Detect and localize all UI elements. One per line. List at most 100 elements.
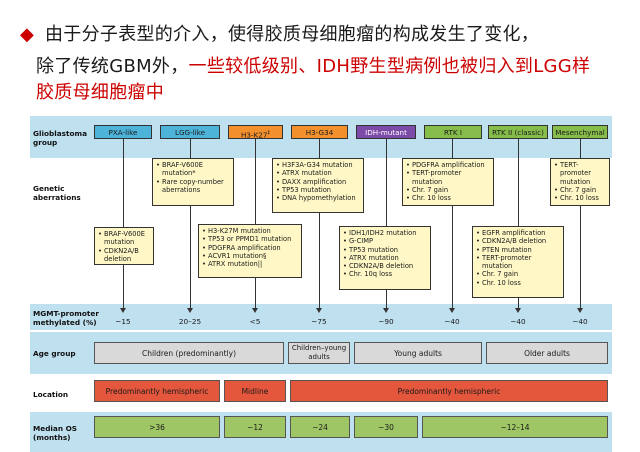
aberration-item: Chr. 7 gain bbox=[554, 186, 606, 195]
connector-mes bbox=[580, 139, 581, 311]
aberration-item: Chr. 10 loss bbox=[554, 194, 606, 203]
aberrations-pxa: BRAF-V600E mutation CDKN2A/B deletion bbox=[94, 227, 154, 265]
aberration-item: PDGFRA amplification bbox=[202, 244, 298, 253]
aberrations-lgg: BRAF-V600E mutation* Rare copy-number ab… bbox=[152, 158, 234, 206]
group-h3g34: H3-G34 bbox=[291, 125, 348, 139]
aberration-item: Chr. 7 gain bbox=[406, 186, 490, 195]
aberration-item: PTEN mutation bbox=[476, 246, 560, 255]
aberration-item: DNA hypomethylation bbox=[276, 194, 360, 203]
aberrations-mes: TERT-promoter mutation Chr. 7 gain Chr. … bbox=[550, 158, 610, 206]
aberration-item: Chr. 7 gain bbox=[476, 270, 560, 279]
row-label-os: Median OS (months) bbox=[33, 424, 78, 442]
aberration-item: ATRX mutation|| bbox=[202, 260, 298, 269]
mgmt-value-idh: ~90 bbox=[378, 317, 394, 326]
age-children-young: Children–young adults bbox=[288, 342, 350, 364]
arrow-down-icon bbox=[577, 308, 583, 313]
group-h3k27-label: H3-K27 bbox=[241, 130, 268, 140]
header-line-1: 由于分子表型的介入，使得胶质母细胞瘤的构成发生了变化， bbox=[45, 24, 540, 45]
aberration-item: G-CIMP bbox=[343, 237, 427, 246]
aberration-item: Rare copy-number aberrations bbox=[156, 178, 230, 195]
glioblastoma-diagram: Glioblastoma group Genetic aberrations M… bbox=[30, 116, 612, 452]
aberration-item: IDH1/IDH2 mutation bbox=[343, 229, 427, 238]
mgmt-value-mes: ~40 bbox=[572, 317, 588, 326]
age-older: Older adults bbox=[486, 342, 608, 364]
os-h3g34: ~24 bbox=[290, 416, 350, 438]
aberration-item: TERT-promoter mutation bbox=[476, 254, 560, 271]
slide-header: ◆ 由于分子表型的介入，使得胶质母细胞瘤的构成发生了变化， 除了传统GBM外，一… bbox=[0, 0, 640, 112]
aberration-item: ATRX mutation bbox=[276, 169, 360, 178]
os-pxa-lgg: >36 bbox=[94, 416, 220, 438]
aberrations-h3g34: H3F3A-G34 mutation ATRX mutation DAXX am… bbox=[272, 158, 364, 213]
connector-lgg bbox=[190, 139, 191, 311]
aberration-item: H3-K27M mutation bbox=[202, 227, 298, 236]
row-label-age: Age group bbox=[33, 349, 76, 358]
red-diamond-icon: ◆ bbox=[20, 24, 34, 45]
mgmt-value-pxa: ~15 bbox=[115, 317, 131, 326]
row-label-mgmt: MGMT-promoter methylated (%) bbox=[33, 309, 99, 327]
arrow-down-icon bbox=[515, 308, 521, 313]
row-label-genetic: Genetic aberrations bbox=[33, 184, 81, 202]
group-pxa: PXA-like bbox=[94, 125, 152, 139]
aberration-item: CDKN2A/B deletion bbox=[343, 262, 427, 271]
connector-rtk1 bbox=[452, 139, 453, 311]
mgmt-value-h3g34: ~75 bbox=[311, 317, 327, 326]
arrow-down-icon bbox=[120, 308, 126, 313]
aberration-item: TP53 or PPMD1 mutation bbox=[202, 235, 298, 244]
aberration-item: H3F3A-G34 mutation bbox=[276, 161, 360, 170]
mgmt-value-h3k27: <5 bbox=[249, 317, 261, 326]
aberration-item: BRAF-V600E mutation bbox=[98, 230, 150, 247]
aberration-item: TERT-promoter mutation bbox=[406, 169, 490, 186]
location-hemispheric-1: Predominantly hemispheric bbox=[94, 380, 220, 402]
aberration-item: Chr. 10 loss bbox=[476, 279, 560, 288]
row-label-group: Glioblastoma group bbox=[33, 129, 88, 147]
age-children: Children (predominantly) bbox=[94, 342, 284, 364]
aberration-item: TP53 mutation bbox=[343, 246, 427, 255]
aberration-item: PDGFRA amplification bbox=[406, 161, 490, 170]
os-rtk-mes: ~12–14 bbox=[422, 416, 608, 438]
aberration-item: TP53 mutation bbox=[276, 186, 360, 195]
connector-rtk2 bbox=[518, 139, 519, 311]
row-label-location: Location bbox=[33, 390, 69, 399]
aberration-item: BRAF-V600E mutation* bbox=[156, 161, 230, 178]
mgmt-value-lgg: 20–25 bbox=[178, 317, 202, 326]
aberrations-idh: IDH1/IDH2 mutation G-CIMP TP53 mutation … bbox=[339, 226, 431, 290]
aberration-item: ATRX mutation bbox=[343, 254, 427, 263]
group-h3k27: H3-K27‡ bbox=[228, 125, 283, 139]
group-rtk1: RTK I bbox=[424, 125, 482, 139]
arrow-down-icon bbox=[187, 308, 193, 313]
age-young: Young adults bbox=[354, 342, 482, 364]
group-mes: Mesenchymal bbox=[552, 125, 608, 139]
aberration-item: CDKN2A/B deletion bbox=[476, 237, 560, 246]
header-line-3: 胶质母细胞瘤中 bbox=[36, 82, 165, 103]
location-hemispheric-2: Predominantly hemispheric bbox=[290, 380, 608, 402]
aberration-item: Chr. 10 loss bbox=[406, 194, 490, 203]
aberration-item: TERT-promoter mutation bbox=[554, 161, 606, 186]
mgmt-value-rtk2: ~40 bbox=[510, 317, 526, 326]
connector-pxa bbox=[123, 139, 124, 311]
os-h3k27: ~12 bbox=[224, 416, 286, 438]
arrow-down-icon bbox=[449, 308, 455, 313]
arrow-down-icon bbox=[316, 308, 322, 313]
mgmt-value-rtk1: ~40 bbox=[444, 317, 460, 326]
aberrations-h3k27: H3-K27M mutation TP53 or PPMD1 mutation … bbox=[198, 224, 302, 278]
group-h3k27-sup: ‡ bbox=[267, 130, 270, 136]
group-lgg: LGG-like bbox=[160, 125, 220, 139]
header-line-2-red: 一些较低级别、IDH野生型病例也被归入到LGG样 bbox=[188, 56, 591, 77]
aberration-item: ACVR1 mutation§ bbox=[202, 252, 298, 261]
header-line-2: 除了传统GBM外，一些较低级别、IDH野生型病例也被归入到LGG样 bbox=[36, 54, 590, 80]
os-idh: ~30 bbox=[354, 416, 418, 438]
aberration-item: Chr. 10q loss bbox=[343, 270, 427, 279]
arrow-down-icon bbox=[383, 308, 389, 313]
aberrations-rtk2: EGFR amplification CDKN2A/B deletion PTE… bbox=[472, 226, 564, 298]
group-idh: IDH-mutant bbox=[356, 125, 416, 139]
group-rtk2: RTK II (classic) bbox=[488, 125, 548, 139]
aberration-item: EGFR amplification bbox=[476, 229, 560, 238]
arrow-down-icon bbox=[252, 308, 258, 313]
aberration-item: DAXX amplification bbox=[276, 178, 360, 187]
header-line-2-black: 除了传统GBM外， bbox=[36, 56, 189, 77]
connector-h3g34 bbox=[319, 139, 320, 311]
aberration-item: CDKN2A/B deletion bbox=[98, 247, 150, 264]
location-midline: Midline bbox=[224, 380, 286, 402]
connector-idh bbox=[386, 139, 387, 311]
aberrations-rtk1: PDGFRA amplification TERT-promoter mutat… bbox=[402, 158, 494, 206]
